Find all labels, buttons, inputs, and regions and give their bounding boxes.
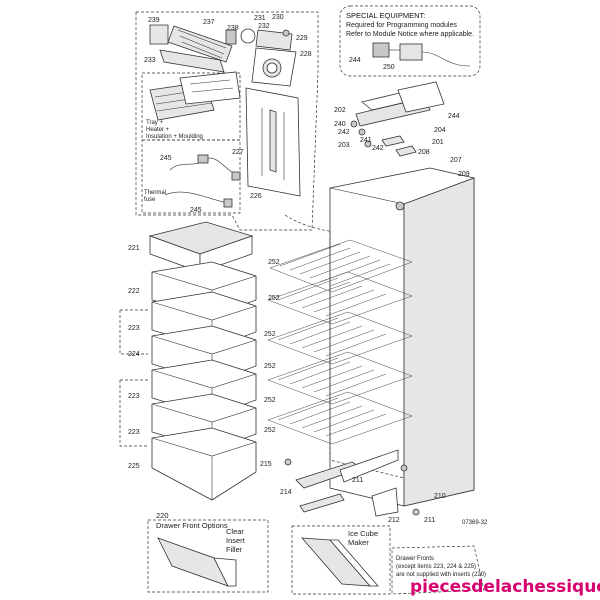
callout-210: 210 [434,493,446,500]
kit-label-insulation: Insulation + Moulding [146,134,203,140]
drawer-front-number: 220 [156,511,169,520]
callout-203: 203 [338,142,350,149]
rear-channel [269,109,277,173]
callout-221: 221 [128,245,140,252]
callout-242-a: 242 [338,129,350,136]
callout-242-b: 242 [372,145,384,152]
programming-module [372,42,390,58]
evaporator-cluster [149,24,297,87]
callout-224: 224 [128,351,140,358]
callout-239: 239 [148,17,160,24]
note-line1: Drawer Fronts [396,556,434,562]
special-line1: Required for Programming modules [346,22,457,29]
drawer-front-title: Drawer Front Options [156,521,228,530]
callout-229: 229 [296,35,308,42]
programming-adapter [399,43,423,61]
callout-240: 240 [334,121,346,128]
callout-237: 237 [203,19,215,26]
callout-223-c: 223 [128,429,140,436]
wiring-harness [164,154,241,208]
callout-226: 226 [250,193,262,200]
callout-244: 244 [448,113,460,120]
reference-code: 07369-32 [462,520,488,526]
callout-227: 227 [232,149,244,156]
base-trim [339,449,399,483]
callout-252-a: 252 [268,259,280,266]
callout-225: 225 [128,463,140,470]
callout-208: 208 [418,149,430,156]
fuse-inner-outline [141,139,241,214]
special-part-250: 250 [383,64,395,71]
callout-209: 209 [458,171,470,178]
callout-222: 222 [128,288,140,295]
callout-228: 228 [300,51,312,58]
callout-245-a: 245 [160,155,172,162]
thermal-fuse-label-2: fuse [144,197,156,203]
special-equipment-box [339,5,481,77]
clear-label-1: Clear [226,527,244,536]
control-panel-group [350,81,445,157]
ice-label-1: Ice Cube [348,529,378,538]
callout-223-a: 223 [128,325,140,332]
callout-223-b: 223 [128,393,140,400]
callout-238: 238 [227,25,239,32]
ice-label-2: Maker [348,538,369,547]
note-line3: are not supplied with inserts (220) [396,572,486,578]
drawer-stack [151,261,257,501]
callout-201: 201 [432,139,444,146]
callout-204: 204 [434,127,446,134]
callout-241: 241 [360,137,372,144]
callout-252-b: 252 [268,295,280,302]
callout-207: 207 [450,157,462,164]
ice-outline [291,525,391,595]
watermark: piecesdelachessique [410,577,600,597]
adapter-cable [421,51,471,67]
callout-211-b: 211 [424,517,435,524]
subassembly-outline [135,11,319,231]
kit-label-tray: Tray + [146,120,163,126]
drawer-223b-bracket [119,379,148,447]
callout-215: 215 [260,461,272,468]
callout-245-b: 245 [190,207,202,214]
callout-214: 214 [280,489,292,496]
callout-230: 230 [272,14,284,21]
clear-label-3: Filler [226,545,243,554]
wire-shelves [267,239,413,445]
special-title: SPECIAL EQUIPMENT: [346,11,425,20]
callout-231: 231 [254,15,266,22]
kit-label-heater: Heater + [146,127,170,133]
freezer-cabinet [329,167,475,507]
note-line2: (except items 223, 224 & 225) [396,564,476,570]
tray-heater-kit [149,71,241,121]
callout-252-f: 252 [264,427,276,434]
note-box [391,545,485,595]
connector-dash-line [284,214,336,233]
callout-232: 232 [258,23,270,30]
drawer-223-bracket [119,309,148,355]
thermal-fuse-label-1: Thermal [144,190,166,196]
special-line2: Refer to Module Notice where applicable. [346,31,474,38]
callout-212: 212 [388,517,400,524]
callout-233: 233 [144,57,156,64]
callout-202: 202 [334,107,346,114]
clear-label-2: Insert [226,536,246,545]
callout-252-d: 252 [264,363,276,370]
callout-252-e: 252 [264,397,276,404]
callout-252-c: 252 [264,331,276,338]
special-part-244: 244 [349,57,361,64]
filler-outline [147,519,269,593]
callout-211-a: 211 [352,477,363,484]
